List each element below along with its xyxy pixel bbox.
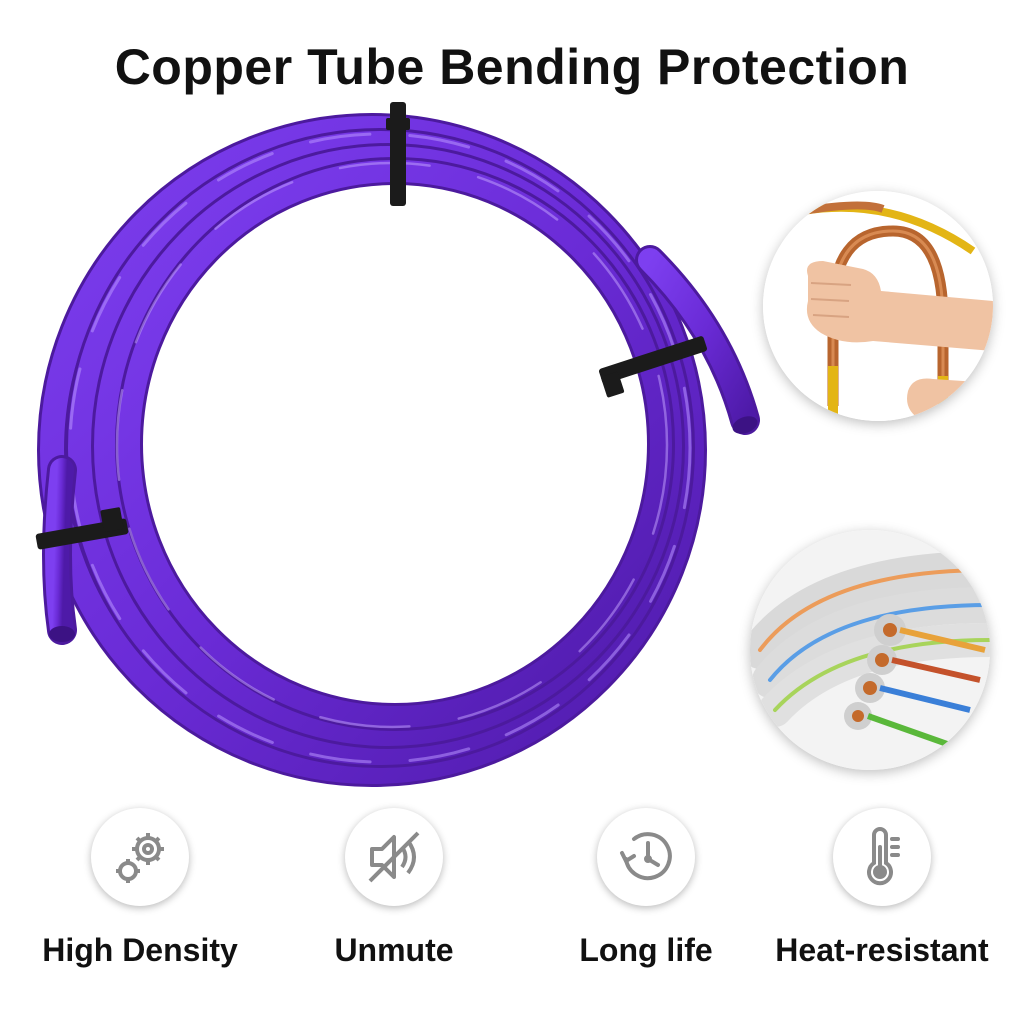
feature-label: Unmute [334, 932, 454, 968]
clock-icon [597, 808, 695, 906]
cable-tie [386, 102, 410, 206]
page-title: Copper Tube Bending Protection [114, 39, 910, 95]
feature-label: Heat-resistant [775, 932, 989, 968]
insulated-copper-pipes-image [750, 530, 990, 770]
feature-long-life: Long life [521, 808, 771, 969]
feature-label: Long life [579, 932, 713, 968]
feature-high-density: High Density [15, 808, 265, 969]
hand-bending-copper-pipe-image [763, 191, 993, 421]
sound-mute-icon [345, 808, 443, 906]
thermometer-icon [833, 808, 931, 906]
gears-icon [91, 808, 189, 906]
feature-label: High Density [42, 932, 238, 968]
purple-tube-coil-image [35, 102, 760, 787]
feature-unmute: Unmute [269, 808, 519, 969]
feature-heat-resistant: Heat-resistant [757, 808, 1007, 969]
